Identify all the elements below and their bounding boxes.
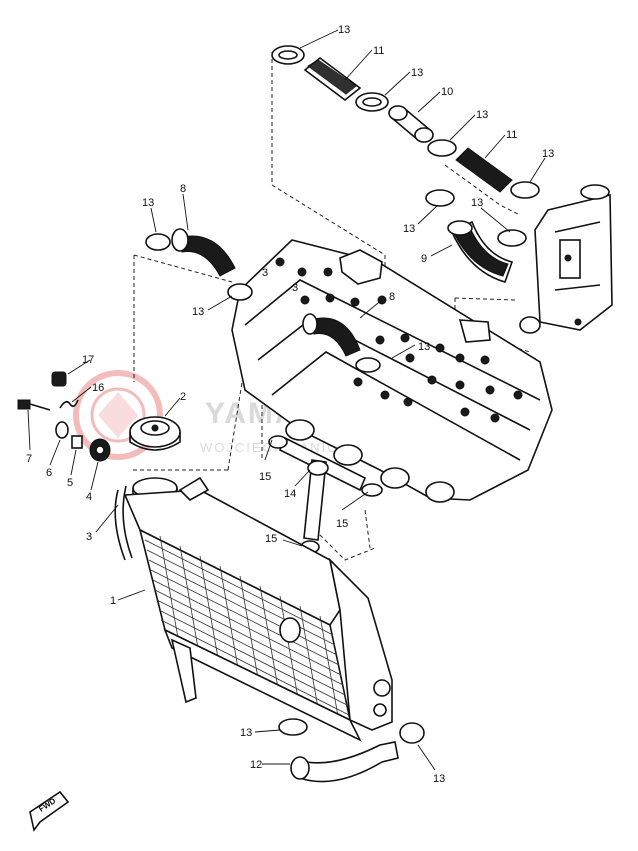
callout-4: 4 xyxy=(86,491,92,503)
callout-13: 13 xyxy=(240,727,252,739)
upper-hoses xyxy=(145,45,540,373)
callout-11: 11 xyxy=(506,129,517,141)
radiator xyxy=(114,476,393,742)
callout-13: 13 xyxy=(418,341,430,353)
callout-13: 13 xyxy=(476,109,488,121)
callout-15: 15 xyxy=(265,533,277,545)
lower-hose xyxy=(278,718,425,783)
guide-lines xyxy=(130,52,531,561)
callout-3: 3 xyxy=(86,531,92,543)
callout-12: 12 xyxy=(250,759,262,771)
exhaust-ports xyxy=(285,419,455,503)
callout-13: 13 xyxy=(142,197,154,209)
callout-7: 7 xyxy=(26,453,32,465)
callout-13: 13 xyxy=(433,773,445,785)
callout-11: 11 xyxy=(373,45,384,57)
callout-1: 1 xyxy=(110,595,116,607)
callout-3: 3 xyxy=(262,267,268,279)
callout-10: 10 xyxy=(441,86,453,98)
watermark-logo xyxy=(73,370,163,460)
thermostat-housing xyxy=(519,184,613,334)
callout-13: 13 xyxy=(403,223,415,235)
callout-13: 13 xyxy=(411,67,423,79)
radiator-core-fins xyxy=(144,535,350,717)
fwd-arrow: FWD xyxy=(29,790,70,832)
cylinder-head-assembly xyxy=(231,239,553,503)
callout-5: 5 xyxy=(67,477,73,489)
callout-15: 15 xyxy=(259,471,271,483)
leader-lines xyxy=(27,29,546,771)
callout-14: 14 xyxy=(284,488,296,500)
callout-16: 16 xyxy=(92,382,104,394)
callout-13: 13 xyxy=(542,148,554,160)
radiator-cap-parts xyxy=(17,371,181,462)
callout-17: 17 xyxy=(82,354,94,366)
callout-13: 13 xyxy=(471,197,483,209)
callout-2: 2 xyxy=(180,391,186,403)
callout-15: 15 xyxy=(336,518,348,530)
callout-8: 8 xyxy=(180,183,186,195)
hose-clamp xyxy=(271,45,305,65)
callout-6: 6 xyxy=(46,467,52,479)
callout-labels: 13 11 13 10 13 11 13 8 13 13 13 9 13 3 3… xyxy=(26,24,554,785)
callout-8: 8 xyxy=(389,291,395,303)
callout-13: 13 xyxy=(338,24,350,36)
callout-3: 3 xyxy=(292,282,298,294)
callout-13: 13 xyxy=(192,306,204,318)
callout-9: 9 xyxy=(421,253,427,265)
